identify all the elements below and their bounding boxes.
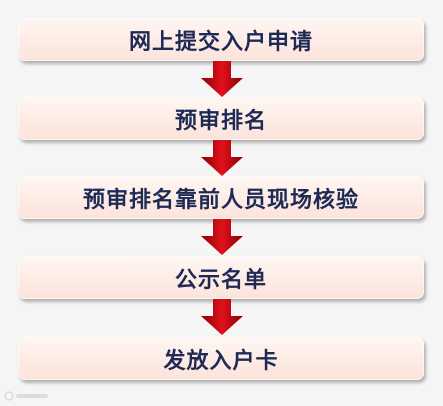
step-label: 公示名单 [174,266,267,293]
step-label: 预审排名 [174,107,267,134]
step-pre-review-ranking: 预审排名 [18,97,424,140]
step-submit-application: 网上提交入户申请 [18,18,424,61]
watermark [4,391,50,404]
step-public-list: 公示名单 [18,256,424,299]
step-label: 发放入户卡 [163,347,279,374]
arrow-down-icon [201,140,243,176]
arrow-down-icon [201,61,243,97]
step-onsite-verification: 预审排名靠前人员现场核验 [18,176,424,219]
arrow-down-icon [201,299,243,335]
step-label: 预审排名靠前人员现场核验 [82,186,359,213]
step-label: 网上提交入户申请 [128,28,313,55]
arrow-down-icon [201,219,243,255]
step-issue-card: 发放入户卡 [18,337,424,380]
watermark-logo-icon [4,391,48,401]
